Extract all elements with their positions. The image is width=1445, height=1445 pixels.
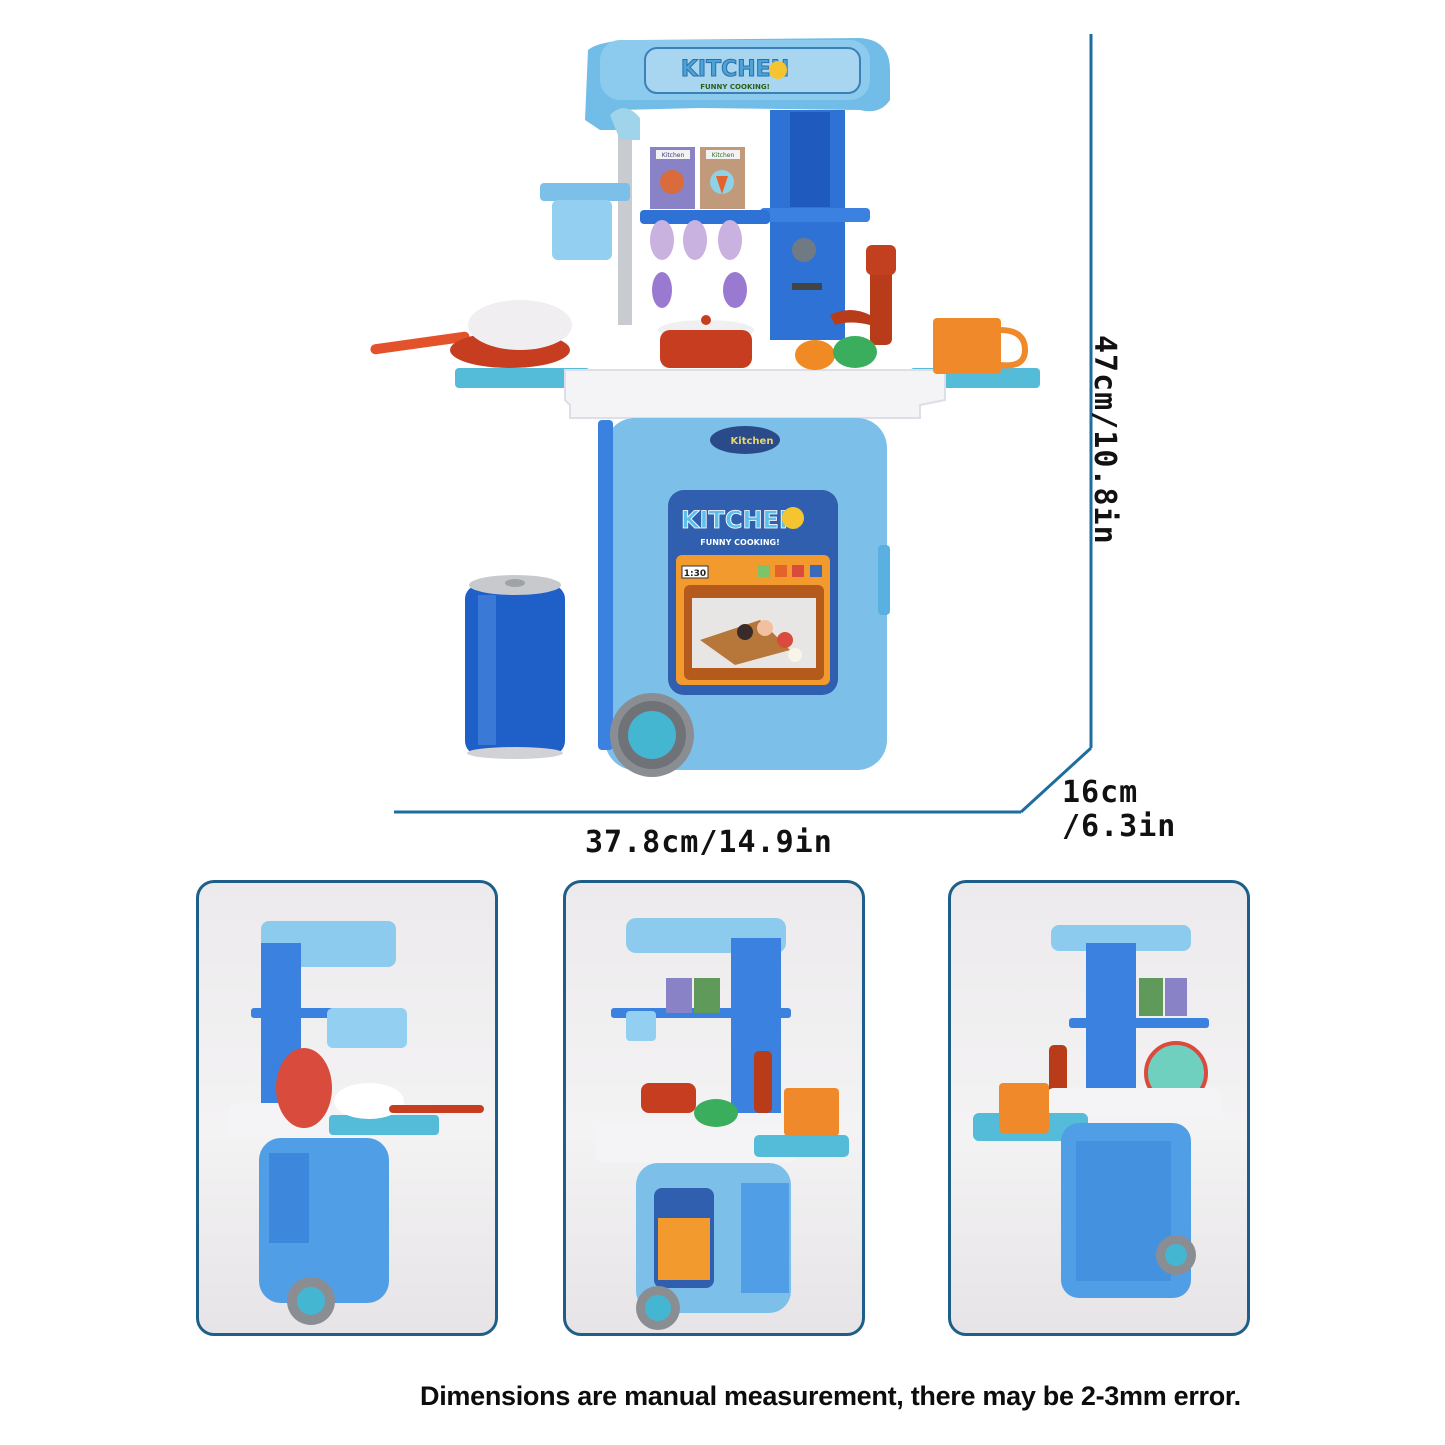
gallery-frame-front xyxy=(563,880,865,1336)
depth-measure-line xyxy=(1019,746,1093,814)
gallery-frame-side-rear xyxy=(196,880,498,1336)
front-view-image xyxy=(596,918,849,1330)
side-rear-view-image xyxy=(229,921,484,1325)
depth-dimension-label: 16cm /6.3in xyxy=(1062,776,1176,844)
box-label-1: Kitchen xyxy=(662,152,685,159)
depth-value-in: /6.3in xyxy=(1062,809,1177,844)
main-product-image: KITCHEN FUNNY COOKING! Kitchen Kitchen xyxy=(360,20,1060,810)
gallery-frame-opposite-side xyxy=(948,880,1250,1336)
oven-timer: 1:30 xyxy=(684,569,706,579)
box-label-2: Kitchen xyxy=(712,152,735,159)
kitchen-toy-illustration: KITCHEN FUNNY COOKING! Kitchen Kitchen xyxy=(370,38,1040,777)
depth-value-cm: 16cm xyxy=(1062,775,1139,810)
width-dimension-label: 37.8cm/14.9in xyxy=(585,825,833,860)
height-dimension-label: 47cm/10.8in xyxy=(1087,335,1122,545)
sign-subtitle: FUNNY COOKING! xyxy=(700,83,770,91)
measurement-disclaimer: Dimensions are manual measurement, there… xyxy=(420,1381,1241,1411)
oven-decal-subtitle: FUNNY COOKING! xyxy=(700,538,780,547)
oven-decal-title: KITCHEN xyxy=(681,506,799,534)
width-value: 37.8cm/14.9in xyxy=(585,825,833,860)
opposite-side-view-image xyxy=(973,925,1221,1298)
height-value: 47cm/10.8in xyxy=(1087,335,1122,545)
suitcase-badge: Kitchen xyxy=(731,436,774,447)
